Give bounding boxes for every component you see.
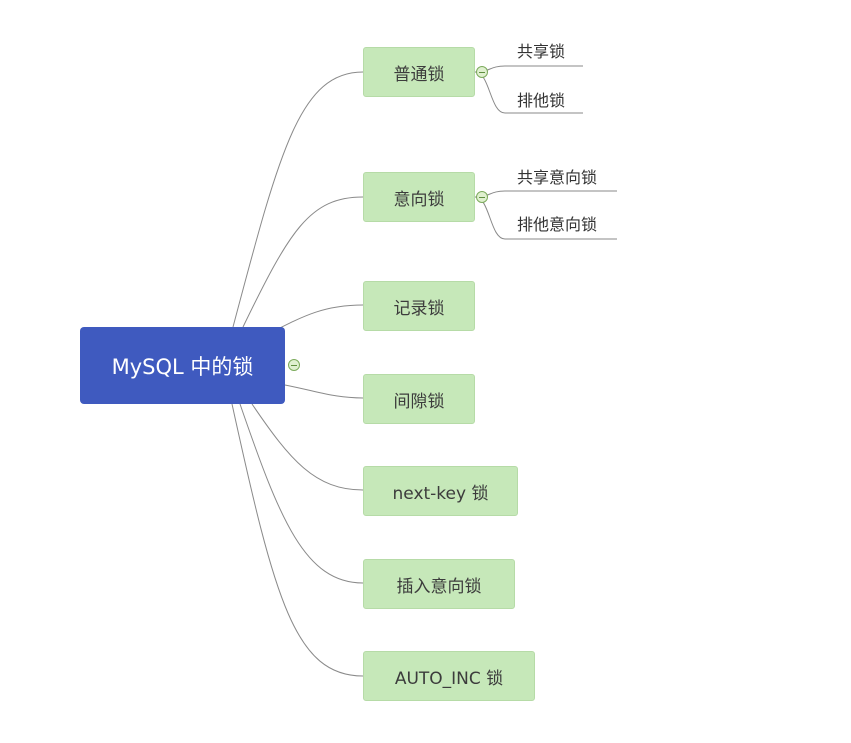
link-root-branch-2 <box>242 196 364 328</box>
link-branch-2-leaf-1 <box>474 190 617 198</box>
root-node-label: MySQL 中的锁 <box>111 354 254 379</box>
branch-node-label: 普通锁 <box>393 64 445 85</box>
branch-node-2[interactable]: 意向锁 <box>363 172 475 222</box>
link-root-branch-6 <box>239 403 364 584</box>
branch-node-6[interactable]: 插入意向锁 <box>363 559 515 609</box>
link-root-branch-7 <box>231 403 364 677</box>
link-root-branch-1 <box>232 71 364 328</box>
branch-node-3[interactable]: 记录锁 <box>363 281 475 331</box>
link-root-branch-4 <box>284 384 364 399</box>
branch-node-label: 记录锁 <box>393 298 445 319</box>
branch-node-label: AUTO_INC 锁 <box>394 668 504 689</box>
branch-node-5[interactable]: next-key 锁 <box>363 466 518 516</box>
leaf-node-2-2[interactable]: 排他意向锁 <box>517 211 597 235</box>
leaf-node-1-1[interactable]: 共享锁 <box>517 38 565 62</box>
leaf-node-label: 共享意向锁 <box>517 168 598 187</box>
branch-node-label: next-key 锁 <box>392 483 489 504</box>
leaf-node-label: 排他意向锁 <box>517 215 598 234</box>
leaf-node-label: 共享锁 <box>517 42 566 61</box>
branch-node-4[interactable]: 间隙锁 <box>363 374 475 424</box>
link-branch-1-leaf-1 <box>474 65 583 73</box>
minus-circle-icon[interactable] <box>476 66 488 78</box>
leaf-node-1-2[interactable]: 排他锁 <box>517 87 565 111</box>
leaf-node-label: 排他锁 <box>517 91 566 110</box>
minus-circle-icon[interactable] <box>476 191 488 203</box>
branch-node-label: 插入意向锁 <box>396 576 482 597</box>
link-root-branch-5 <box>251 403 364 491</box>
minus-circle-icon[interactable] <box>288 359 300 371</box>
branch-node-label: 意向锁 <box>393 189 445 210</box>
root-node[interactable]: MySQL 中的锁 <box>80 327 285 404</box>
branch-node-7[interactable]: AUTO_INC 锁 <box>363 651 535 701</box>
leaf-node-2-1[interactable]: 共享意向锁 <box>517 164 597 188</box>
branch-node-label: 间隙锁 <box>393 391 445 412</box>
branch-node-1[interactable]: 普通锁 <box>363 47 475 97</box>
